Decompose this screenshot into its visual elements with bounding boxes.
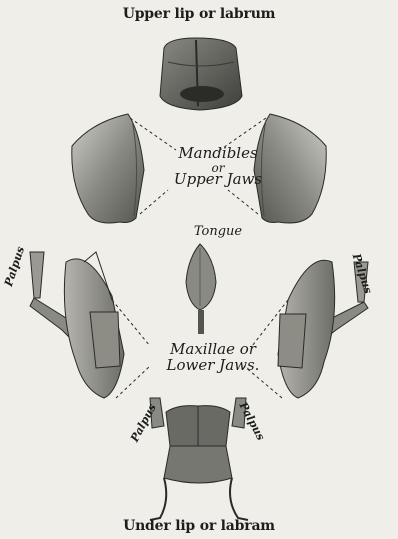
maxilla-left [30, 252, 124, 398]
under-lip-label: Under lip or labram [0, 518, 398, 534]
upper-jaws-label: Upper Jaws [160, 170, 276, 188]
maxilla-right [278, 260, 368, 398]
tongue-label: Tongue [168, 224, 268, 239]
mandible-left [72, 114, 144, 223]
lower-jaws-label: Lower Jaws. [138, 356, 288, 374]
upper-lip-label: Upper lip or labrum [0, 6, 398, 22]
mandibles-label: Mandibles [168, 144, 268, 162]
labrum [160, 38, 242, 110]
tongue [186, 244, 216, 334]
labium [150, 398, 248, 520]
